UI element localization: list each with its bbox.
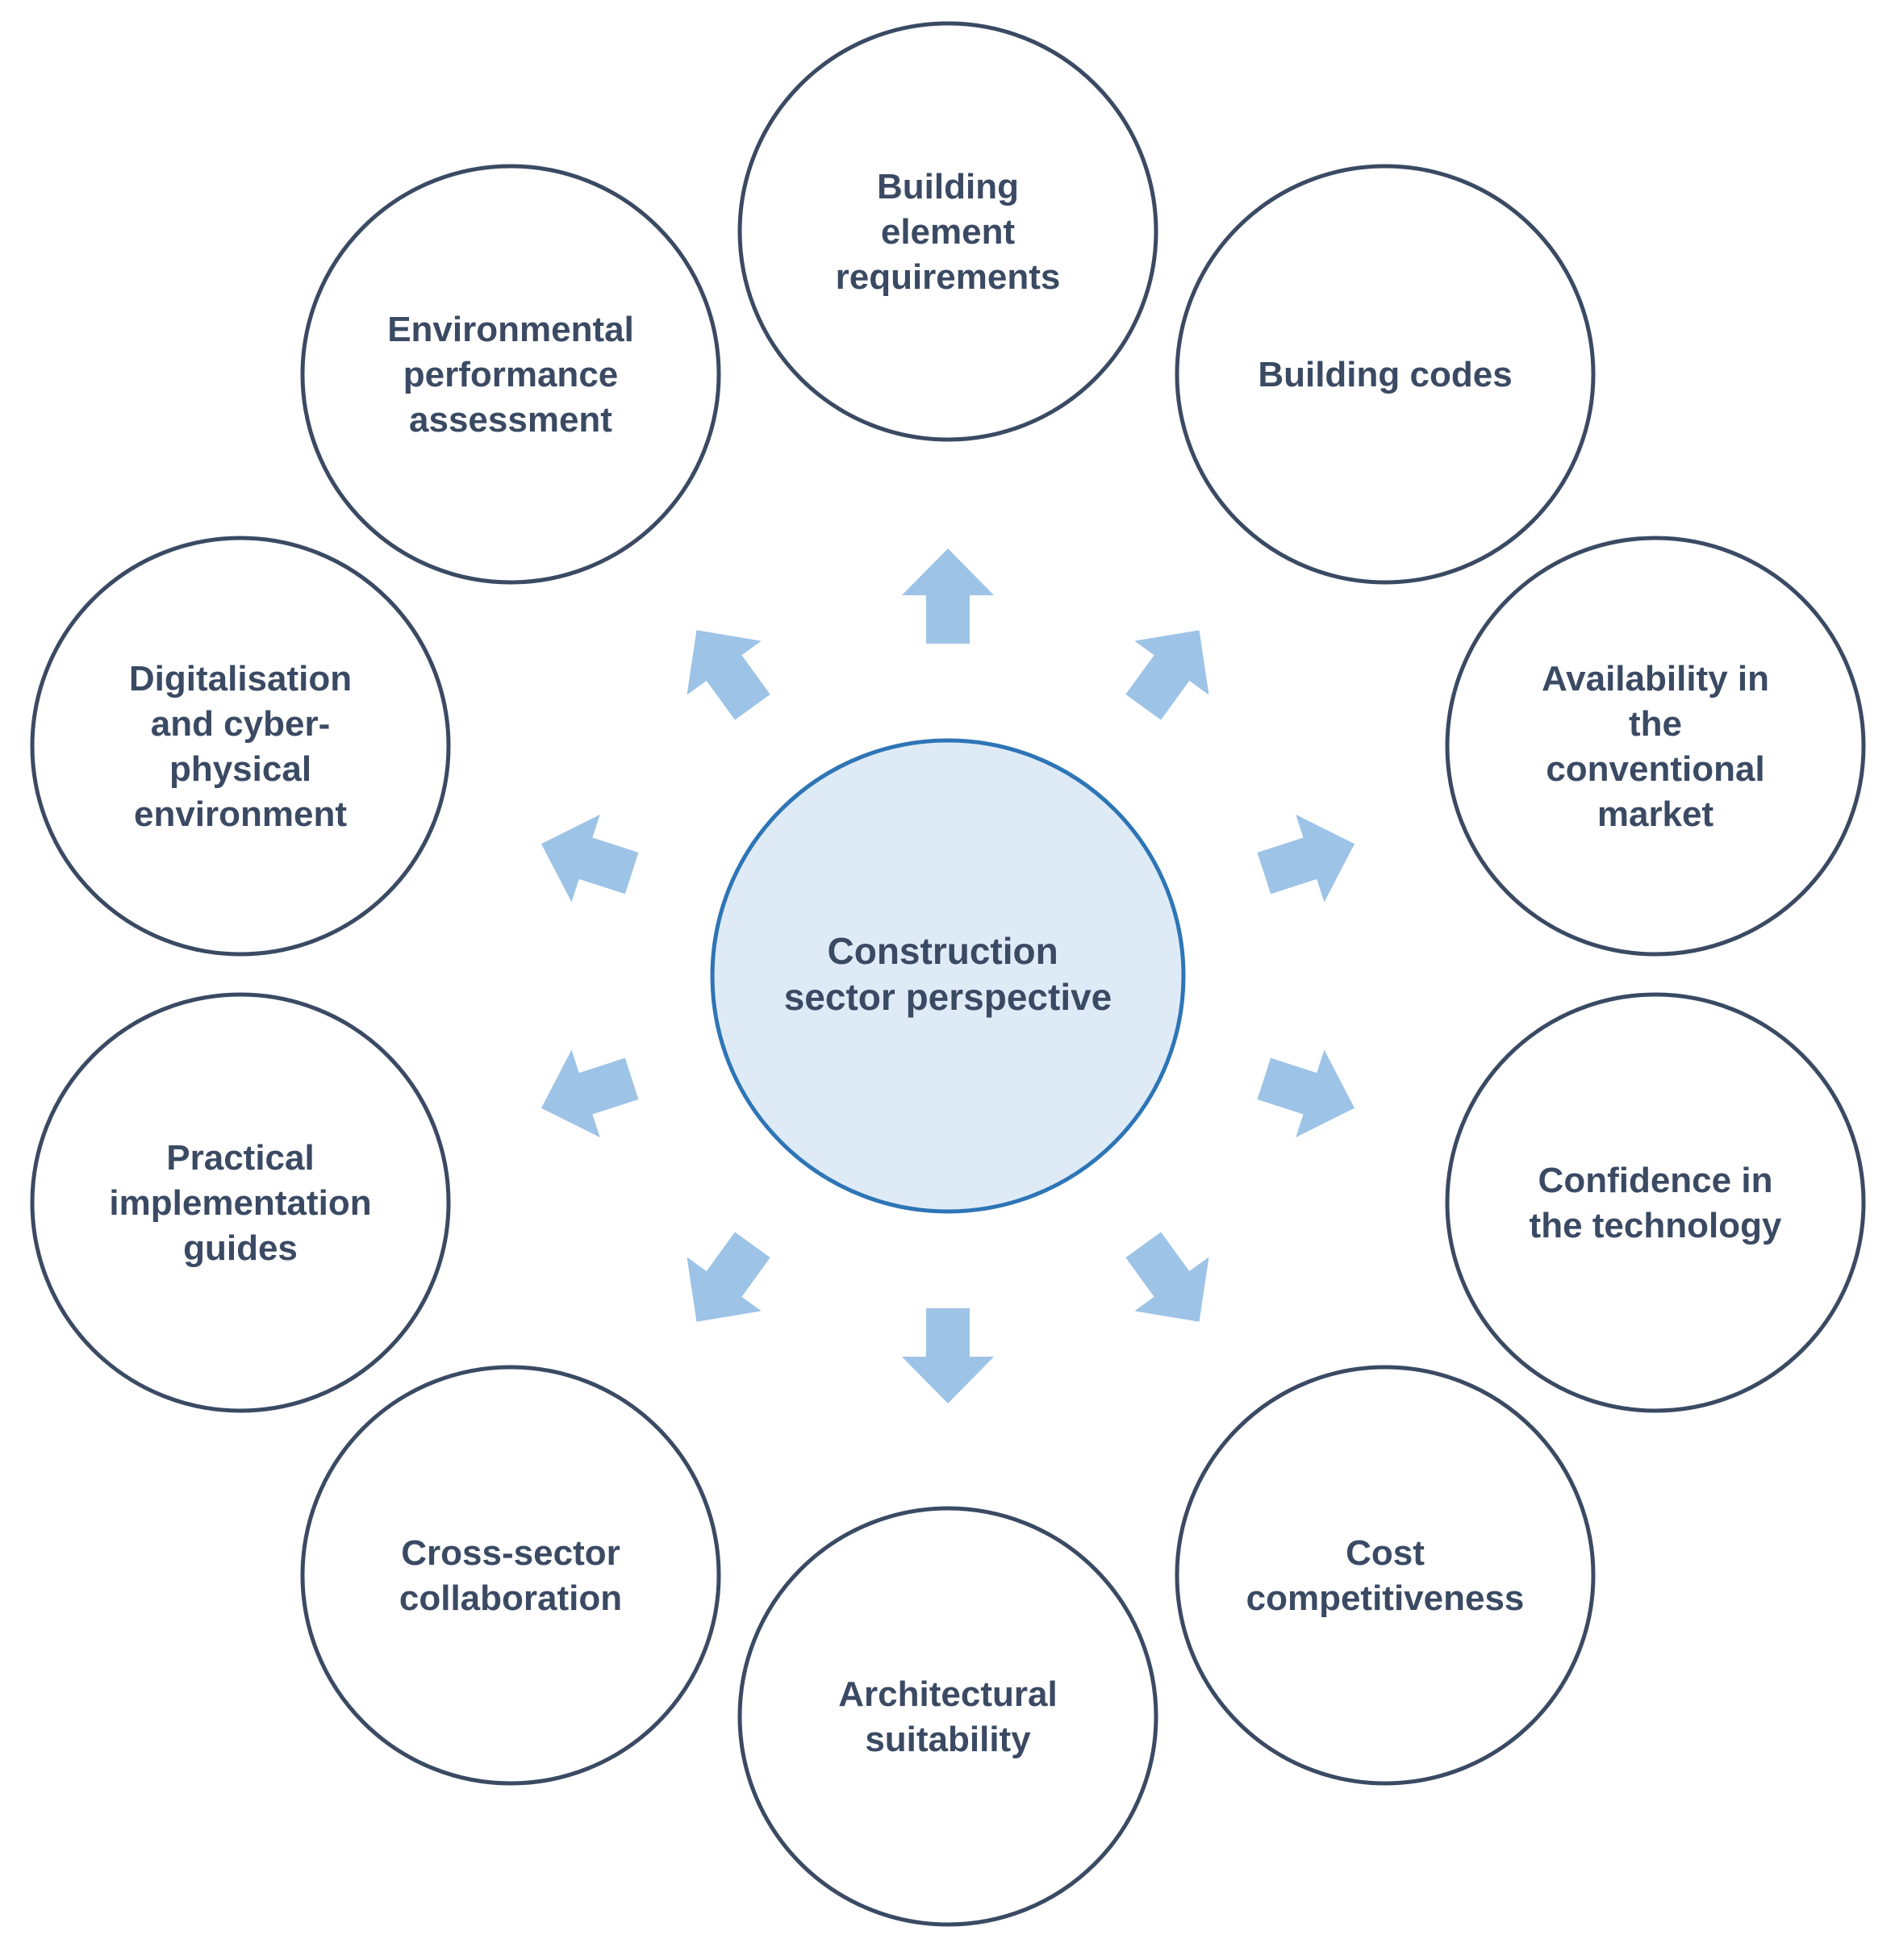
building-element-requirements-label-line: Building: [877, 167, 1019, 206]
confidence-in-the-technology-node: Confidence in the technology: [1445, 992, 1866, 1413]
practical-implementation-guides-label-line: implementation: [109, 1183, 371, 1223]
arrow-to-availability-in-the-conventional-market: [1257, 814, 1355, 903]
confidence-in-the-technology-label-line: Confidence in: [1538, 1161, 1773, 1200]
architectural-suitability-node: Architectural suitability: [737, 1506, 1158, 1927]
building-element-requirements-label-line: requirements: [836, 257, 1061, 297]
cost-competitiveness-label-line: Cost: [1346, 1533, 1425, 1573]
cross-sector-collaboration-label: Cross-sector collaboration: [399, 1533, 622, 1618]
cross-sector-collaboration-label-line: Cross-sector: [401, 1533, 620, 1573]
arrow-to-practical-implementation-guides: [541, 1049, 639, 1138]
environmental-performance-assessment-label-line: Environmental: [387, 310, 634, 349]
arrows-group: [541, 548, 1355, 1403]
cost-competitiveness-node: Cost competitiveness: [1175, 1365, 1596, 1786]
arrow-to-cross-sector-collaboration: [687, 1232, 770, 1322]
arrow-to-confidence-in-the-technology: [1257, 1049, 1355, 1138]
availability-in-the-conventional-market-label-line: market: [1597, 794, 1714, 834]
confidence-in-the-technology-label-line: the technology: [1530, 1206, 1782, 1245]
practical-implementation-guides-node: Practical implementation guides: [30, 992, 451, 1413]
environmental-performance-assessment-circle: [300, 164, 721, 585]
building-element-requirements-label: Building element requirements: [836, 167, 1061, 297]
confidence-in-the-technology-label: Confidence in the technology: [1530, 1161, 1782, 1245]
digitalisation-and-cyber-physical-environment-label-line: Digitalisation: [129, 659, 352, 699]
architectural-suitability-label-line: suitability: [865, 1720, 1031, 1759]
availability-in-the-conventional-market-label: Availability in the conventional market: [1542, 659, 1769, 834]
cross-sector-collaboration-circle: [300, 1365, 721, 1786]
environmental-performance-assessment-label-line: assessment: [409, 400, 612, 440]
availability-in-the-conventional-market-circle: [1445, 536, 1866, 957]
practical-implementation-guides-label: Practical implementation guides: [109, 1138, 371, 1268]
center-label-line: sector perspective: [784, 976, 1112, 1018]
building-element-requirements-circle: [737, 21, 1158, 442]
architectural-suitability-label-line: Architectural: [838, 1674, 1057, 1714]
cost-competitiveness-label-line: competitiveness: [1246, 1578, 1525, 1618]
environmental-performance-assessment-label-line: performance: [403, 355, 619, 394]
confidence-in-the-technology-circle: [1445, 992, 1866, 1413]
availability-in-the-conventional-market-label-line: Availability in: [1542, 659, 1769, 699]
arrow-to-building-element-requirements: [902, 548, 994, 644]
environmental-performance-assessment-node: Environmental performance assessment: [300, 164, 721, 585]
arrow-to-digitalisation-and-cyber-physical-environment: [541, 814, 639, 903]
practical-implementation-guides-circle: [30, 992, 451, 1413]
center-node: Construction sector perspective: [710, 738, 1186, 1214]
availability-in-the-conventional-market-node: Availability in the conventional market: [1445, 536, 1866, 957]
arrow-to-cost-competitiveness: [1125, 1232, 1209, 1322]
building-codes-label: Building codes: [1258, 355, 1512, 394]
arrow-to-building-codes: [1125, 630, 1209, 720]
digitalisation-and-cyber-physical-environment-label-line: physical: [169, 749, 311, 789]
building-element-requirements-label-line: element: [881, 212, 1016, 252]
building-codes-circle: [1175, 164, 1596, 585]
digitalisation-and-cyber-physical-environment-label-line: environment: [134, 794, 347, 834]
digitalisation-and-cyber-physical-environment-node: Digitalisation and cyber-physical environm…: [30, 536, 451, 957]
cross-sector-collaboration-label-line: collaboration: [399, 1578, 622, 1618]
availability-in-the-conventional-market-label-line: conventional: [1546, 749, 1764, 789]
cost-competitiveness-label: Cost competitiveness: [1246, 1533, 1525, 1618]
arrow-to-architectural-suitability: [902, 1308, 994, 1403]
center-label: Construction sector perspective: [784, 930, 1112, 1018]
digitalisation-and-cyber-physical-environment-label: Digitalisation and cyber-physical environm…: [129, 659, 352, 834]
building-codes-node: Building codes: [1175, 164, 1596, 585]
cross-sector-collaboration-node: Cross-sector collaboration: [300, 1365, 721, 1786]
center-label-line: Construction: [828, 930, 1058, 972]
architectural-suitability-circle: [737, 1506, 1158, 1927]
digitalisation-and-cyber-physical-environment-circle: [30, 536, 451, 957]
environmental-performance-assessment-label: Environmental performance assessment: [387, 310, 634, 440]
digitalisation-and-cyber-physical-environment-label-line: and cyber-: [151, 704, 331, 744]
architectural-suitability-label: Architectural suitability: [838, 1674, 1057, 1759]
availability-in-the-conventional-market-label-line: the: [1629, 704, 1682, 744]
arrow-to-environmental-performance-assessment: [687, 630, 770, 720]
practical-implementation-guides-label-line: Practical: [166, 1138, 314, 1178]
building-codes-label-line: Building codes: [1258, 355, 1512, 394]
cost-competitiveness-circle: [1175, 1365, 1596, 1786]
center-circle: [710, 738, 1186, 1214]
building-element-requirements-node: Building element requirements: [737, 21, 1158, 442]
practical-implementation-guides-label-line: guides: [183, 1228, 298, 1268]
